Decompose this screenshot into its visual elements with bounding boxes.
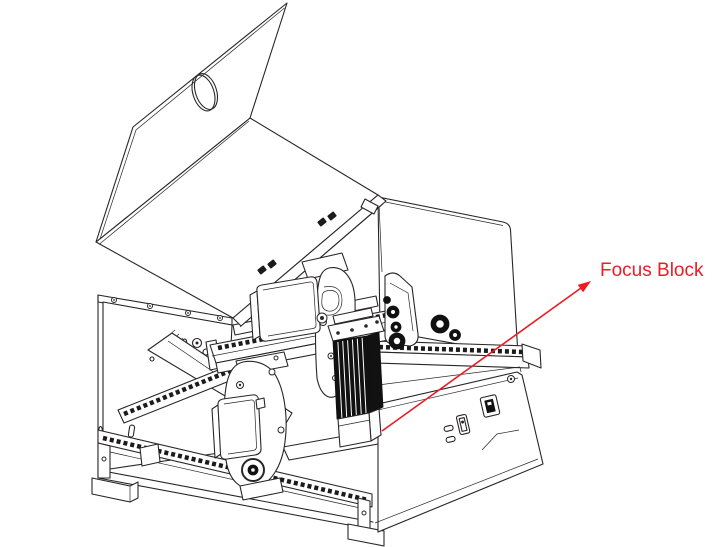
power-switch [455, 413, 471, 436]
y-stepper-motor [211, 394, 266, 460]
focus-block [337, 408, 382, 448]
laser-module [327, 307, 385, 448]
lid [95, 2, 387, 328]
arrowhead-icon [577, 281, 591, 293]
focus-block-label: Focus Block [600, 260, 704, 281]
y-carriage [211, 351, 289, 501]
laser-mount [327, 315, 385, 342]
x-stepper-motor [249, 276, 328, 342]
usb-c-port [443, 424, 456, 443]
lid-upper-panel [95, 2, 288, 243]
annotation: Focus Block [381, 260, 704, 432]
hinge-tab [360, 198, 379, 215]
right-foot [347, 523, 385, 547]
usb-a-port [479, 394, 501, 418]
gantry-right-bracket [383, 272, 461, 350]
base-right-face [377, 371, 544, 533]
lid-window [191, 73, 219, 112]
focus-block-arrow [381, 287, 582, 432]
control-ports [443, 375, 515, 443]
